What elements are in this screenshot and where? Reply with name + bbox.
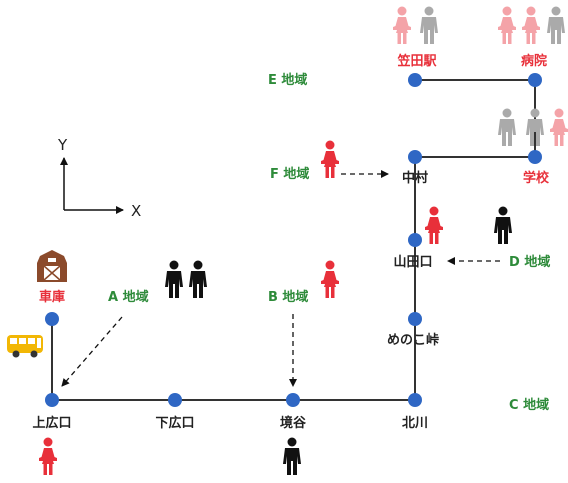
stop-labels: 上広口 下広口 境谷 北川 めのこ峠 山田口 中村 学校 病院 笠田駅 車庫 bbox=[32, 53, 550, 431]
label-menokotoge: めのこ峠 bbox=[387, 332, 439, 348]
node-kitagawa[interactable] bbox=[408, 393, 422, 407]
area-e-label: E 地域 bbox=[268, 72, 307, 88]
label-sakaidani: 境谷 bbox=[280, 415, 307, 431]
garage-icon bbox=[37, 250, 67, 282]
node-sakaidani[interactable] bbox=[286, 393, 300, 407]
node-shako[interactable] bbox=[45, 312, 59, 326]
person-male-icon bbox=[420, 6, 438, 44]
person-female-icon bbox=[321, 260, 339, 298]
node-kasadaeki[interactable] bbox=[408, 73, 422, 87]
node-nakamura[interactable] bbox=[408, 150, 422, 164]
label-yamadaguchi: 山田口 bbox=[393, 254, 432, 270]
label-kamihirokuchi: 上広口 bbox=[32, 415, 71, 431]
person-male-icon bbox=[189, 260, 207, 298]
node-yamadaguchi[interactable] bbox=[408, 233, 422, 247]
person-female-icon bbox=[550, 108, 568, 146]
axes-indicator: Y X bbox=[57, 136, 141, 220]
person-female-icon bbox=[522, 6, 540, 44]
person-male-icon bbox=[165, 260, 183, 298]
x-axis-label: X bbox=[131, 202, 141, 220]
label-shako: 車庫 bbox=[39, 289, 65, 305]
label-kasadaeki: 笠田駅 bbox=[396, 53, 437, 69]
label-byouin: 病院 bbox=[521, 53, 547, 69]
node-byouin[interactable] bbox=[528, 73, 542, 87]
person-male-icon bbox=[283, 437, 301, 475]
node-gakkou[interactable] bbox=[528, 150, 542, 164]
person-female-icon bbox=[321, 140, 339, 178]
person-male-icon bbox=[494, 206, 512, 244]
person-male-icon bbox=[547, 6, 565, 44]
area-b-label: B 地域 bbox=[268, 289, 308, 305]
label-shimohirokuchi: 下広口 bbox=[155, 415, 194, 431]
person-male-icon bbox=[498, 108, 516, 146]
node-shimohirokuchi[interactable] bbox=[168, 393, 182, 407]
area-c-label: C 地域 bbox=[509, 397, 549, 413]
person-female-icon bbox=[425, 206, 443, 244]
person-female-icon bbox=[393, 6, 411, 44]
label-kitagawa: 北川 bbox=[402, 416, 428, 431]
label-nakamura: 中村 bbox=[402, 170, 428, 186]
area-a-label: A 地域 bbox=[108, 289, 149, 305]
label-gakkou: 学校 bbox=[523, 170, 550, 186]
person-female-icon bbox=[39, 437, 57, 475]
stop-nodes bbox=[45, 73, 542, 407]
node-kamihirokuchi[interactable] bbox=[45, 393, 59, 407]
arrow-a-to-kamihirokuchi bbox=[61, 316, 123, 387]
area-f-label: F 地域 bbox=[270, 166, 309, 182]
flow-arrows bbox=[61, 170, 500, 387]
area-d-label: D 地域 bbox=[509, 254, 550, 270]
area-labels: A 地域 B 地域 C 地域 D 地域 E 地域 F 地域 bbox=[108, 72, 550, 413]
bus-icon bbox=[7, 335, 43, 358]
person-female-icon bbox=[498, 6, 516, 44]
y-axis-label: Y bbox=[57, 136, 68, 154]
node-menokotoge[interactable] bbox=[408, 312, 422, 326]
